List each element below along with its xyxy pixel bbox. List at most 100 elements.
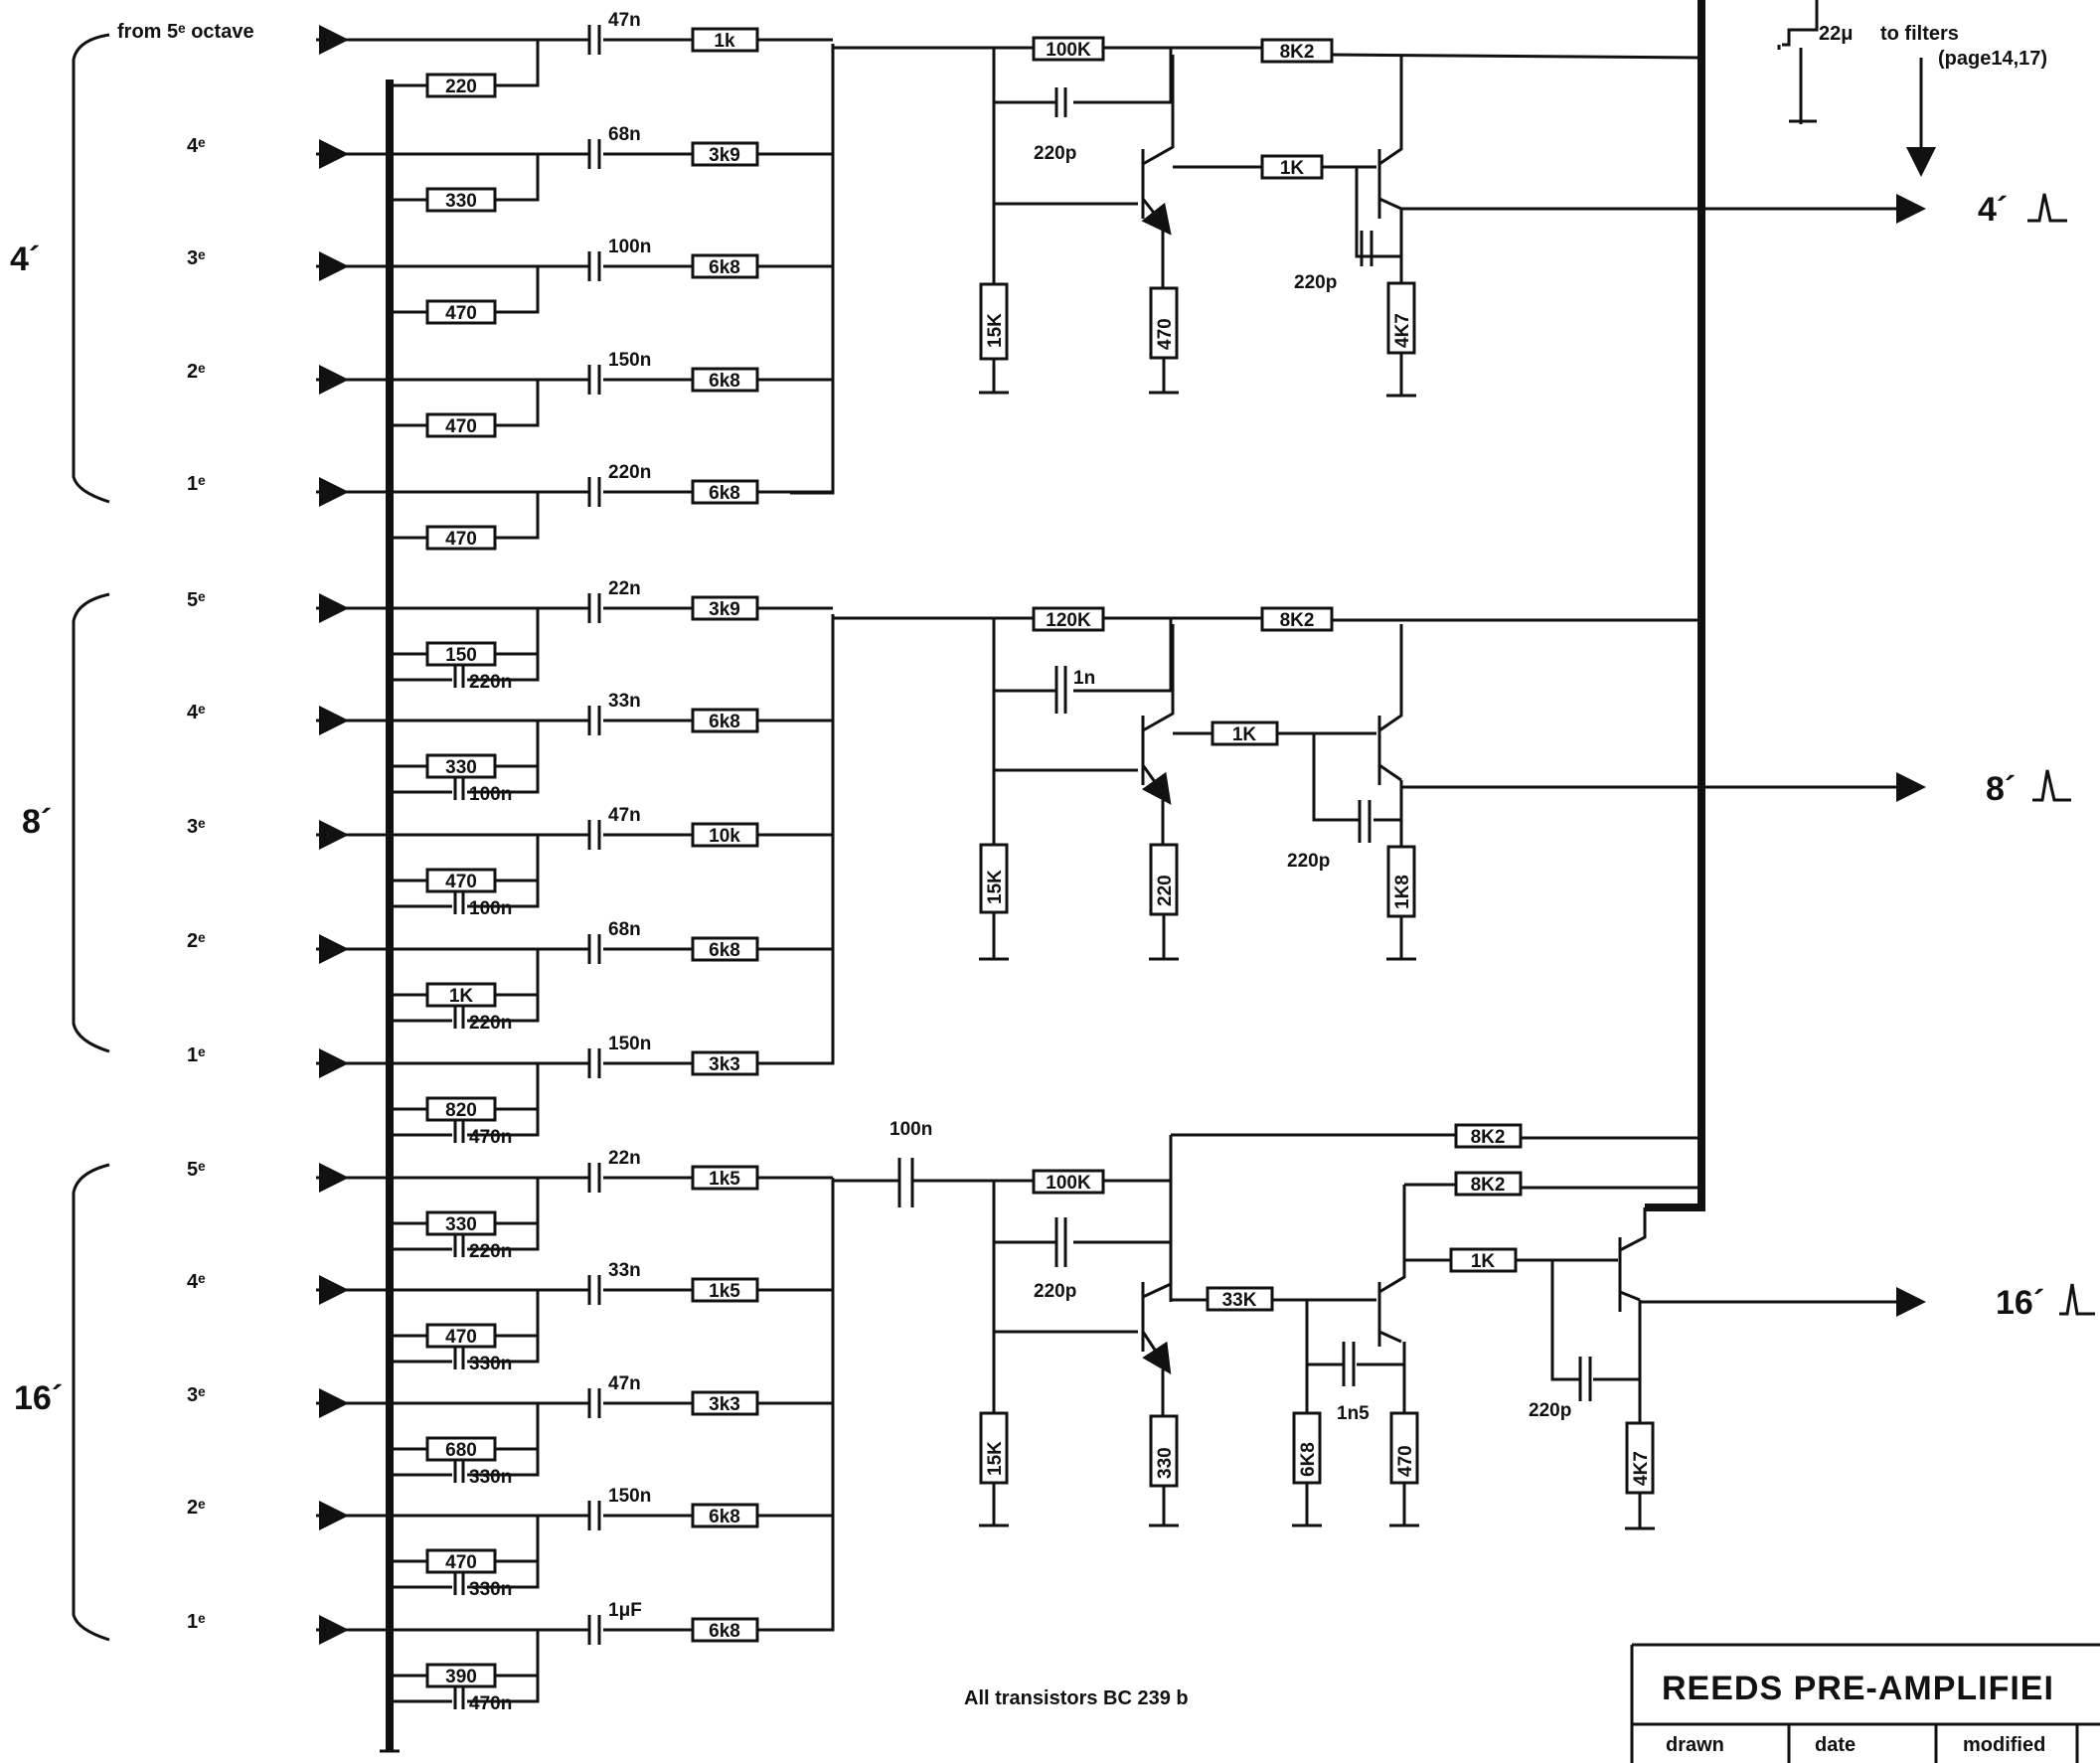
shunt-resistor [425,1663,497,1688]
shunt-capacitor [453,1571,465,1595]
octave-label: 1ᵉ [187,473,206,495]
shunt-resistor-label: 470 [445,872,477,892]
shunt-capacitor [453,1346,465,1369]
cap-label: 150n [608,350,651,371]
octave-label: from 5ᵉ octave [117,21,254,43]
shunt-cap-label: 220n [469,672,512,693]
series-resistor-label: 1k5 [709,1169,740,1190]
coupling-capacitor [587,1163,601,1193]
shunt-resistor [425,299,497,325]
coupling-capacitor [587,477,601,507]
group-bracket-16: 16´ [14,1163,110,1642]
filter-note: 22μ to filters (page14,17) [1777,0,2047,177]
shunt-resistor [425,1548,497,1574]
series-resistor [691,1050,759,1076]
label-c-mid: 1n5 [1337,1403,1370,1424]
cap-label: 47n [608,805,641,826]
shunt-resistor-label: 150 [445,645,477,666]
cap-label: 100n [608,237,651,257]
coupling-capacitor [587,1615,601,1645]
coupling-capacitor [587,1388,601,1418]
group-label-4: 4´ [10,240,40,278]
shunt-cap-label: 330n [469,1579,512,1600]
resistor-8K2-a [1454,1123,1523,1149]
series-resistor [691,936,759,962]
label-c-out: 220p [1294,272,1337,293]
shunt-cap-label: 220n [469,1241,512,1262]
series-resistor-label: 1k5 [709,1281,740,1302]
series-resistor-label: 3k3 [709,1394,740,1415]
shunt-resistor [425,641,497,667]
resistor-8K2-b [1454,1171,1523,1197]
shunt-resistor [425,1323,497,1349]
label-r-base-2: 1K [1471,1251,1496,1272]
octave-label: 3ᵉ [187,816,206,838]
label-r-collector: 8K2 [1280,610,1315,631]
octave-label: 2ᵉ [187,930,206,952]
octave-label: 4ᵉ [187,135,206,157]
resistor-out [1386,845,1416,918]
label-r-bias: 15K [985,313,1006,348]
label-r-bias: 15K [985,870,1006,904]
resistor-out [1386,281,1416,355]
shunt-resistor-label: 470 [445,416,477,437]
series-resistor [691,141,759,167]
resistor-15K [979,843,1009,914]
shunt-cap-label: 100n [469,898,512,919]
octave-label: 4ᵉ [187,1271,206,1293]
shunt-cap-label: 330n [469,1467,512,1488]
label-r-emitter: 220 [1155,875,1176,906]
series-resistor-label: 10k [709,826,740,847]
shunt-resistor-label: 470 [445,1552,477,1573]
label-r-emitter-1: 330 [1155,1447,1176,1479]
octave-label: 1ᵉ [187,1611,206,1633]
shunt-capacitor [453,1459,465,1483]
resistor-15K [979,282,1009,361]
label-r-base: 1K [1232,724,1257,745]
label-r-out: 1K8 [1392,875,1413,909]
octave-label: 4ᵉ [187,702,206,723]
cap-label: 22n [608,1148,641,1169]
cap-label: 47n [608,10,641,31]
cap-label: 220n [608,462,651,483]
output-label-4: 4´ [1978,191,2008,229]
resistor-emitter [1149,286,1179,360]
shunt-resistor [425,753,497,779]
resistor-6K8 [1292,1411,1322,1485]
label-r-feedback: 120K [1046,610,1091,631]
shunt-capacitor [453,664,465,688]
series-resistor [691,479,759,505]
shunt-resistor [425,868,497,893]
group-label-8: 8´ [22,803,52,841]
shunt-resistor-label: 1K [449,986,474,1007]
series-resistor-label: 6k8 [709,483,740,504]
filter-cap-label: 22μ [1819,23,1853,45]
resistor-emitter-1 [1149,1414,1179,1488]
shunt-capacitor [453,890,465,914]
shunt-resistor-label: 470 [445,303,477,324]
group-bracket-8: 8´ [22,592,110,1053]
shunt-resistor-label: 330 [445,191,477,212]
label-r-base: 1K [1280,158,1305,179]
series-resistor [691,367,759,393]
cap-label: 22n [608,578,641,599]
filter-text: to filters [1880,23,1959,45]
coupling-capacitor [587,1275,601,1305]
series-resistor [691,1165,759,1191]
group-bracket-4: 4´ [10,33,110,504]
series-resistor-label: 1k [714,31,735,52]
cap-label: 68n [608,919,641,940]
title-block: REEDS PRE-AMPLIFIEI drawn date modified [1630,1643,2100,1763]
right-supply-rail [1645,0,1705,1211]
shunt-capacitor [453,1005,465,1029]
label-c-feedback: 220p [1034,143,1076,164]
series-resistor-label: 6k8 [709,940,740,961]
shunt-capacitor [453,776,465,800]
octave-label: 2ᵉ [187,361,206,383]
label-r-collector-b: 8K2 [1471,1175,1506,1196]
